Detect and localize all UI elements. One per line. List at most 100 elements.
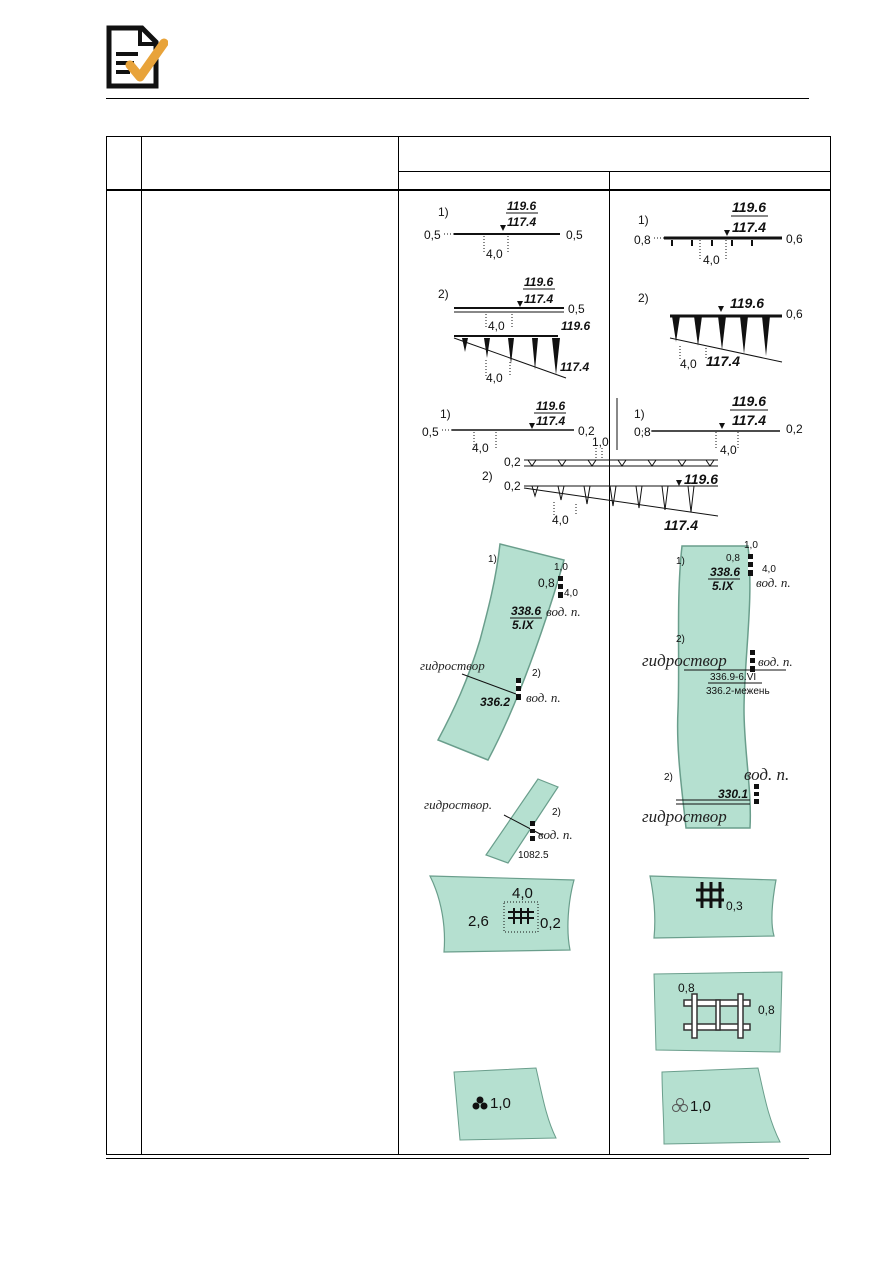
svg-text:0,8: 0,8 <box>758 1003 775 1017</box>
svg-text:2): 2) <box>438 287 449 301</box>
svg-text:вод. п.: вод. п. <box>744 765 789 784</box>
svg-text:1): 1) <box>676 556 685 567</box>
svg-text:336.2: 336.2 <box>480 695 510 709</box>
svg-text:5.IX: 5.IX <box>512 618 534 632</box>
escarpment-symbol-left-1: 1) 119.6 117.4 0,5 0,5 4,0 <box>420 196 600 268</box>
svg-text:0,2: 0,2 <box>504 479 521 493</box>
svg-text:2): 2) <box>664 772 673 783</box>
svg-text:0,5: 0,5 <box>422 425 439 439</box>
svg-text:4,0: 4,0 <box>486 371 503 384</box>
svg-text:1): 1) <box>440 407 451 421</box>
svg-text:гидроствор: гидроствор <box>642 651 727 670</box>
svg-text:2,6: 2,6 <box>468 913 489 930</box>
svg-text:119.6: 119.6 <box>730 295 764 311</box>
svg-text:338.6: 338.6 <box>710 565 740 579</box>
svg-text:4,0: 4,0 <box>512 885 533 902</box>
svg-text:1,0: 1,0 <box>592 435 609 449</box>
svg-text:гидроствор: гидроствор <box>420 658 485 673</box>
header-rule <box>106 98 809 99</box>
svg-text:338.6: 338.6 <box>511 604 541 618</box>
svg-text:0,8: 0,8 <box>538 576 555 590</box>
svg-text:117.4: 117.4 <box>560 360 589 374</box>
svg-text:0,8: 0,8 <box>634 233 651 247</box>
footer-rule <box>106 1158 809 1159</box>
svg-text:0,2: 0,2 <box>786 422 803 436</box>
svg-text:4,0: 4,0 <box>552 513 569 527</box>
svg-text:119.6: 119.6 <box>507 199 536 213</box>
table-left-border <box>106 136 107 1155</box>
svg-text:117.4: 117.4 <box>706 353 740 369</box>
svg-text:0,6: 0,6 <box>786 307 803 321</box>
svg-text:0,2: 0,2 <box>540 915 561 932</box>
svg-text:2): 2) <box>532 668 541 679</box>
svg-text:119.6: 119.6 <box>732 393 766 409</box>
svg-text:119.6: 119.6 <box>684 471 718 487</box>
svg-text:1): 1) <box>438 205 449 219</box>
svg-text:119.6: 119.6 <box>561 319 590 333</box>
table-col2-divider <box>398 136 399 1155</box>
svg-text:0,5: 0,5 <box>424 228 441 242</box>
svg-text:336.9-6.VI: 336.9-6.VI <box>710 672 756 683</box>
svg-text:119.6: 119.6 <box>732 199 766 215</box>
spring-symbol-right: 1,0 <box>656 1066 786 1146</box>
svg-text:1,0: 1,0 <box>690 1098 711 1115</box>
escarpment-symbol-right-1: 1) 119.6 117.4 0,8 0,6 4,0 <box>632 196 812 268</box>
svg-text:0,5: 0,5 <box>566 228 583 242</box>
svg-text:1): 1) <box>488 554 497 565</box>
svg-text:2): 2) <box>552 807 561 818</box>
svg-text:117.4: 117.4 <box>524 292 553 306</box>
svg-text:4,0: 4,0 <box>680 357 697 371</box>
svg-text:117.4: 117.4 <box>664 517 698 533</box>
table-right-border <box>830 136 831 1155</box>
river-gauge-left-1: 1) 1,0 0,8 4,0 338.6 5.IX вод. п. гидрос… <box>412 540 602 765</box>
spring-symbol-left: 1,0 <box>450 1066 560 1144</box>
table-header-bottom <box>106 189 831 191</box>
svg-text:1082.5: 1082.5 <box>518 850 549 861</box>
svg-text:вод. п.: вод. п. <box>756 575 791 590</box>
svg-text:330.1: 330.1 <box>718 787 748 801</box>
sluice-symbol-left: 4,0 2,6 0,2 <box>420 872 600 956</box>
svg-text:117.4: 117.4 <box>732 412 766 428</box>
svg-text:0,2: 0,2 <box>504 455 521 469</box>
fish-trap-symbol-right: 0,8 0,8 <box>648 968 788 1054</box>
svg-text:4,0: 4,0 <box>720 443 737 457</box>
svg-text:2): 2) <box>676 634 685 645</box>
svg-text:5.IX: 5.IX <box>712 579 734 593</box>
ramp-symbols-panel: 1) 119.6 117.4 0,5 0,2 4,0 1) 119.6 117.… <box>412 388 812 536</box>
svg-text:вод. п.: вод. п. <box>526 690 561 705</box>
svg-text:вод. п.: вод. п. <box>758 654 793 669</box>
svg-text:4,0: 4,0 <box>703 253 720 267</box>
river-gauge-left-2: гидроствор. 2) вод. п. 1082.5 <box>412 775 602 865</box>
svg-text:0,8: 0,8 <box>678 981 695 995</box>
svg-text:0,2: 0,2 <box>578 424 595 438</box>
escarpment-symbol-right-2: 2) 119.6 0,6 4,0 117.4 <box>632 280 812 380</box>
river-gauge-right: 1,0 0,8 4,0 1) 338.6 5.IX вод. п. 2) гид… <box>630 540 820 835</box>
svg-text:4,0: 4,0 <box>762 564 776 575</box>
svg-text:4,0: 4,0 <box>486 247 503 261</box>
document-check-icon <box>106 25 169 89</box>
svg-text:1,0: 1,0 <box>744 540 758 551</box>
table-col3-divider <box>609 171 610 1155</box>
svg-text:336.2-межень: 336.2-межень <box>706 686 770 697</box>
svg-text:117.4: 117.4 <box>536 414 565 428</box>
svg-text:1,0: 1,0 <box>554 562 568 573</box>
svg-text:1): 1) <box>634 407 645 421</box>
svg-text:1): 1) <box>638 213 649 227</box>
svg-text:0,8: 0,8 <box>634 425 651 439</box>
svg-text:0,6: 0,6 <box>786 232 803 246</box>
escarpment-symbol-left-2: 2) 119.6 117.4 0,5 4,0 119.6 4,0 117.4 <box>420 272 600 385</box>
svg-text:119.6: 119.6 <box>536 399 565 413</box>
table-col1-divider <box>141 136 142 1155</box>
table-subheader-line <box>398 171 831 172</box>
sluice-symbol-right: 0,3 <box>640 872 790 942</box>
svg-text:0,8: 0,8 <box>726 553 740 564</box>
svg-text:2): 2) <box>482 469 493 483</box>
svg-text:4,0: 4,0 <box>564 588 578 599</box>
svg-text:119.6: 119.6 <box>524 275 553 289</box>
svg-text:0,3: 0,3 <box>726 899 743 913</box>
svg-text:4,0: 4,0 <box>472 441 489 455</box>
svg-text:вод. п.: вод. п. <box>538 827 573 842</box>
svg-text:4,0: 4,0 <box>488 319 505 333</box>
svg-text:117.4: 117.4 <box>507 215 536 229</box>
table-bottom-border <box>106 1154 831 1155</box>
